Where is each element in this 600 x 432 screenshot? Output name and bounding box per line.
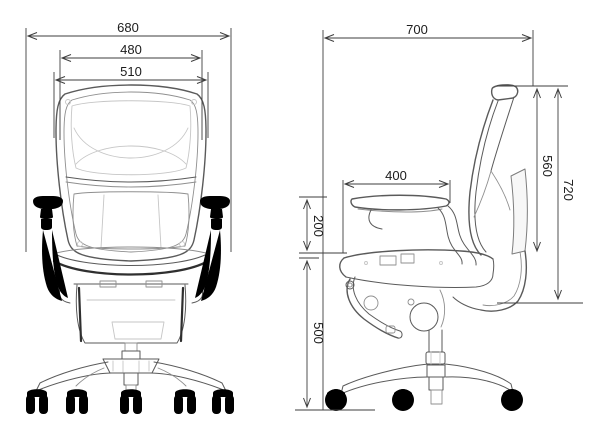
dim-inner-backrest-width: 480 (59, 42, 203, 140)
side-caster (325, 389, 347, 411)
dim-overall-depth: 700 (322, 22, 534, 410)
front-caster (26, 389, 48, 414)
side-armrest (350, 194, 477, 266)
front-seat (52, 246, 210, 304)
front-armrest-right (195, 196, 230, 301)
dim-back-total-height: 720 (497, 87, 583, 304)
dim-label-armrest-above-seat: 200 (311, 215, 326, 237)
side-seat (339, 249, 495, 289)
side-view-chair (325, 84, 528, 411)
side-backrest (452, 84, 528, 312)
dim-label-inner-backrest-width: 480 (120, 42, 142, 57)
side-seat-mechanism (345, 276, 446, 339)
dim-armrest-length: 400 (342, 168, 451, 253)
front-caster (212, 389, 234, 414)
front-seat-mechanism (73, 280, 189, 344)
dim-backrest-height: 560 (497, 85, 568, 253)
front-backrest (55, 84, 207, 262)
side-base (325, 329, 523, 411)
dim-backrest-width: 510 (53, 64, 209, 138)
dim-label-back-total-height: 720 (561, 179, 576, 201)
front-caster (174, 389, 196, 414)
dimension-annotations: 680 480 510 700 560 (25, 20, 583, 411)
dim-seat-height: 500 (295, 257, 375, 411)
dim-label-seat-height: 500 (311, 322, 326, 344)
side-caster (501, 389, 523, 411)
dim-overall-width: 680 (25, 20, 232, 252)
front-base (26, 342, 234, 414)
dim-label-backrest-width: 510 (120, 64, 142, 79)
dim-label-overall-depth: 700 (406, 22, 428, 37)
front-view-chair (26, 84, 234, 414)
dim-armrest-above-seat: 200 (299, 196, 347, 254)
dim-label-armrest-length: 400 (385, 168, 407, 183)
dim-label-backrest-height: 560 (540, 155, 555, 177)
front-caster (66, 389, 88, 414)
front-caster (120, 389, 142, 414)
side-caster (392, 389, 414, 411)
dim-label-overall-width: 680 (117, 20, 139, 35)
